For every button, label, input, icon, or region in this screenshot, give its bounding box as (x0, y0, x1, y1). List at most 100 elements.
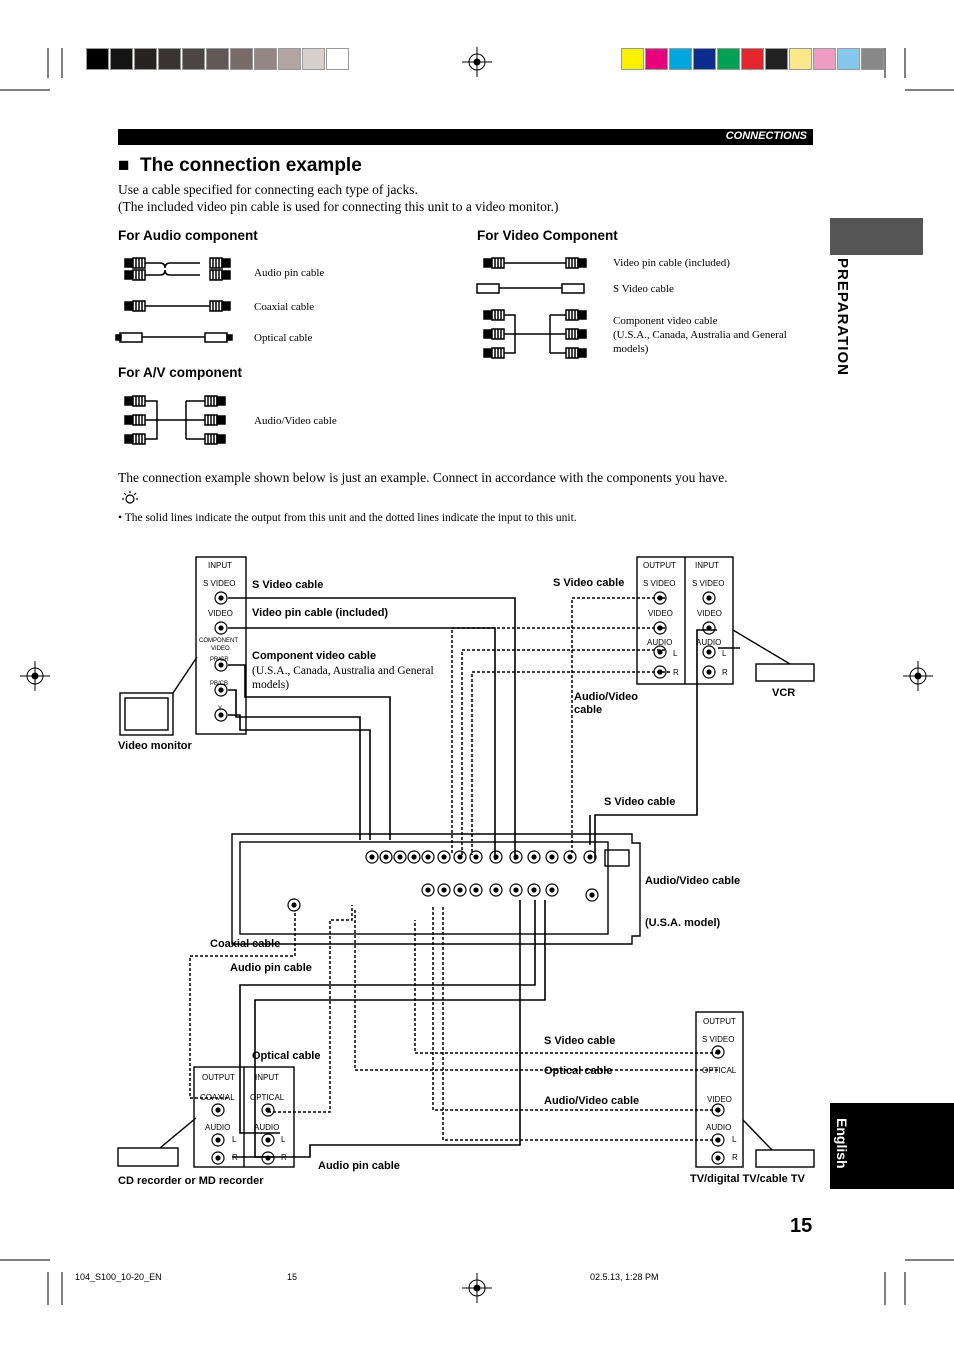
coaxial-cable-caption: Coaxial cable (254, 301, 315, 313)
video-pin-cable-label: Video pin cable (included) (252, 607, 389, 619)
color-swatch (326, 48, 349, 70)
audio-pin-cable-label: Audio pin cable (230, 962, 312, 974)
jack-center-icon (369, 854, 375, 860)
jack-center-icon (441, 854, 447, 860)
jack-center-icon (706, 649, 712, 655)
jack-center-icon (425, 854, 431, 860)
color-swatch (86, 48, 109, 70)
component-cable-label: Component video cable (252, 650, 377, 662)
jack-center-icon (457, 887, 463, 893)
label-line: Audio/Video (574, 691, 638, 703)
tv-jack-label: S VIDEO (702, 1035, 735, 1044)
caption-line: models) (613, 343, 649, 355)
jack-center-icon (218, 712, 224, 718)
av-cable-label: Audio/Video cable (645, 875, 741, 887)
s-video-cable-label: S Video cable (604, 796, 676, 808)
monitor-jack-label: Y (218, 706, 223, 712)
jack-center-icon (411, 854, 417, 860)
s-video-cable-label: S Video cable (544, 1035, 616, 1047)
monitor-jack-label: PR/CR (210, 657, 229, 663)
jack-center-icon (589, 892, 595, 898)
jack-center-icon (549, 854, 555, 860)
vcr-col-title: OUTPUT (643, 561, 676, 570)
jack-center-icon (473, 887, 479, 893)
optical-cable-label: Optical cable (252, 1050, 321, 1062)
tv-jack-label: OPTICAL (702, 1066, 737, 1075)
color-swatch (254, 48, 277, 70)
jack-center-icon (441, 887, 447, 893)
jack-center-icon (531, 887, 537, 893)
jack-center-icon (706, 595, 712, 601)
color-swatch (645, 48, 668, 70)
note-line: models) (252, 679, 290, 691)
cd-jack-label: OPTICAL (250, 1093, 285, 1102)
vcr-jack-label: VIDEO (648, 609, 673, 618)
jack-center-icon (473, 854, 479, 860)
footer-file: 104_S100_10-20_EN (75, 1272, 162, 1282)
av-component-heading: For A/V component (118, 365, 242, 380)
vcr-jack-label: L (673, 649, 678, 658)
section-header-bar: CONNECTIONS (118, 129, 813, 145)
intro-line: Use a cable specified for connecting eac… (118, 182, 418, 197)
cd-jack-label: COAXIAL (200, 1093, 235, 1102)
cd-jack-label: AUDIO (205, 1123, 231, 1132)
jack-center-icon (706, 669, 712, 675)
jack-center-icon (549, 887, 555, 893)
english-tab (830, 1103, 954, 1189)
section-label: CONNECTIONS (725, 130, 807, 142)
lightbulb-icon (122, 491, 138, 504)
av-cable-label: Audio/Video cable (574, 691, 638, 717)
page-title: ■ The connection example (118, 155, 362, 176)
jack-center-icon (513, 887, 519, 893)
color-swatch (134, 48, 157, 70)
gray-color-bar (86, 48, 350, 70)
jack-center-icon (567, 854, 573, 860)
cd-jack-label: AUDIO (254, 1123, 280, 1132)
jack-center-icon (397, 854, 403, 860)
color-swatch (669, 48, 692, 70)
cd-jack-label: L (232, 1135, 237, 1144)
cd-col-title: OUTPUT (202, 1073, 235, 1082)
cable-illustrations (115, 257, 587, 445)
jack-center-icon (291, 902, 297, 908)
monitor-panel-title: INPUT (208, 561, 232, 570)
jack-center-icon (218, 625, 224, 631)
jack-center-icon (493, 887, 499, 893)
video-pin-cable-caption: Video pin cable (included) (613, 257, 730, 269)
color-swatch (278, 48, 301, 70)
vcr-label: VCR (772, 687, 796, 699)
jack-center-icon (587, 854, 593, 860)
coaxial-cable-label: Coaxial cable (210, 938, 281, 950)
tv-label: TV/digital TV/cable TV (690, 1173, 805, 1185)
note-line: (U.S.A., Canada, Australia and General (252, 665, 434, 677)
bullet-note: • The solid lines indicate the output fr… (118, 512, 577, 524)
tv-jack-label: VIDEO (707, 1095, 732, 1104)
s-video-cable-caption: S Video cable (613, 283, 674, 295)
jack-center-icon (215, 1107, 221, 1113)
jack-center-icon (215, 1137, 221, 1143)
caption-line: (U.S.A., Canada, Australia and General (613, 329, 787, 341)
color-swatch (813, 48, 836, 70)
color-swatch (717, 48, 740, 70)
caption-line: Component video cable (613, 315, 718, 327)
intro: Use a cable specified for connecting eac… (118, 181, 559, 215)
monitor-jack-label: VIDEO (208, 609, 233, 618)
footer-sheet: 15 (287, 1272, 298, 1282)
footer-stamp: 02.5.13, 1:28 PM (590, 1272, 659, 1282)
vcr-jack-label: VIDEO (697, 609, 722, 618)
jack-center-icon (383, 854, 389, 860)
intro-line: (The included video pin cable is used fo… (118, 199, 559, 214)
audio-pin-cable-label: Audio pin cable (318, 1160, 400, 1172)
jack-center-icon (457, 854, 463, 860)
page-number: 15 (790, 1215, 813, 1237)
vcr-col-title: INPUT (695, 561, 719, 570)
jack-center-icon (218, 595, 224, 601)
monitor-jack-label: S VIDEO (203, 579, 236, 588)
vcr-jack-label: L (722, 649, 727, 658)
example-note: The connection example shown below is ju… (118, 470, 728, 485)
jack-center-icon (218, 662, 224, 668)
jack-center-icon (531, 854, 537, 860)
vcr-jack-label: R (722, 668, 728, 677)
model-label: (U.S.A. model) (645, 917, 721, 929)
